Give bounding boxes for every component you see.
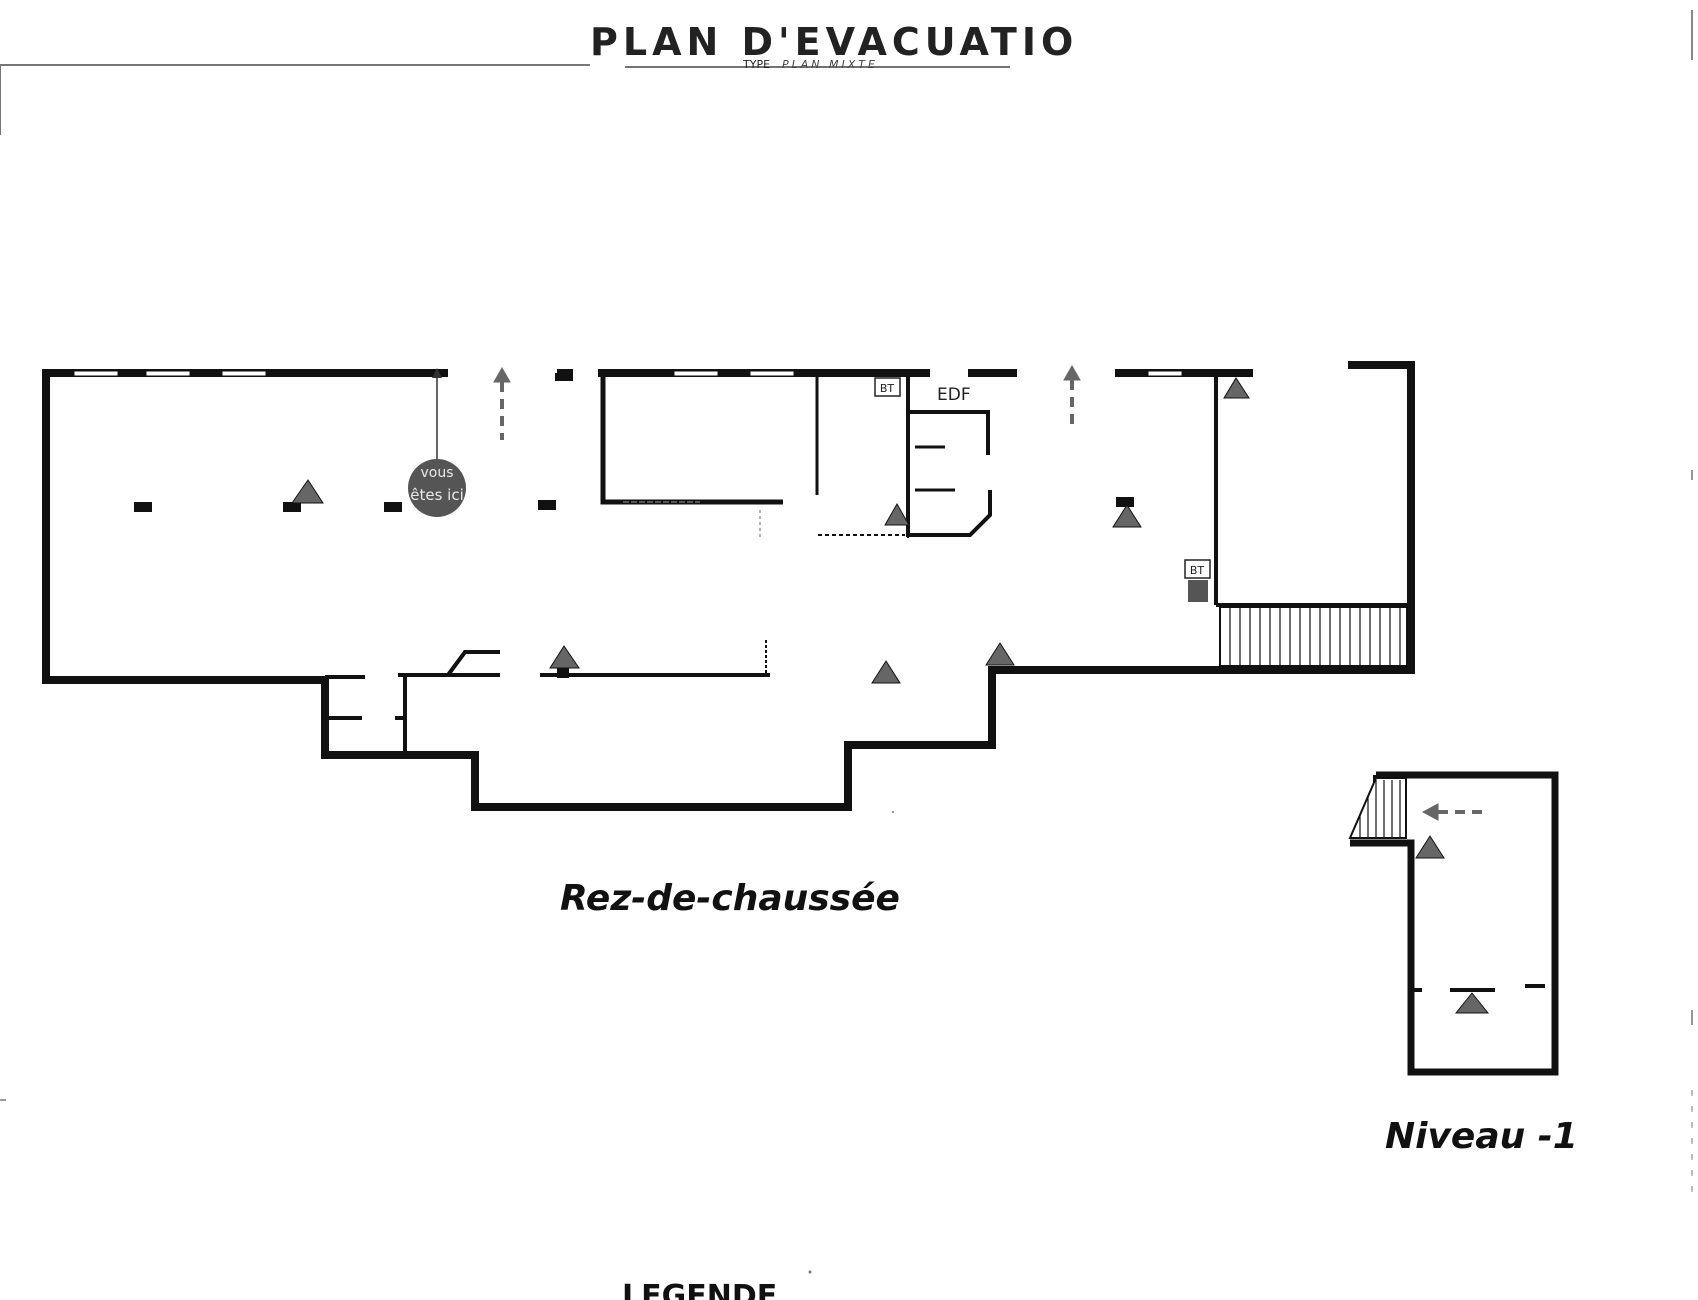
extinguisher-icon	[1454, 992, 1490, 1014]
interior-walls	[325, 373, 1411, 755]
bt-box-2: BT	[1184, 559, 1211, 602]
staircase	[1219, 606, 1408, 667]
exit-arrow-right	[1063, 364, 1081, 430]
basement-partition	[1411, 984, 1545, 992]
basement-label: Niveau -1	[1385, 1116, 1578, 1157]
bt-box-1: BT	[874, 377, 901, 397]
header-frame-line	[0, 64, 590, 135]
extinguisher-icon	[884, 502, 910, 526]
extinguisher-icon	[871, 660, 901, 684]
you-are-here-line2: êtes ici	[410, 486, 464, 504]
extinguisher-icon	[985, 642, 1015, 666]
subtitle-type: TYPE	[742, 58, 770, 71]
you-are-here-marker: vous êtes ici	[408, 368, 466, 517]
windows	[73, 370, 1183, 377]
extinguisher-icons	[291, 377, 1250, 684]
page-title: PLAN D'EVACUATIO	[590, 20, 1078, 64]
edf-label: EDF	[937, 385, 971, 405]
header: PLAN D'EVACUATIO TYPE PLAN MIXTE	[0, 20, 1078, 135]
you-are-here-line1: vous	[420, 465, 453, 481]
extinguisher-icon	[1223, 377, 1250, 399]
basement-walls	[1350, 771, 1559, 1076]
bt-label: BT	[1190, 564, 1205, 577]
basement-plan: Niveau -1	[1348, 771, 1578, 1157]
exit-arrow-left	[493, 366, 511, 440]
ground-floor-plan: vous êtes ici EDF BT BT Rez-de-chaussée	[42, 361, 1415, 919]
pillar-markers	[134, 373, 1134, 678]
ground-floor-label: Rez-de-chaussée	[560, 878, 900, 919]
page-edge-marks	[0, 10, 1693, 1200]
speck	[808, 1270, 812, 1274]
basement-stairs	[1348, 777, 1407, 839]
basement-exit-arrow	[1421, 803, 1482, 821]
legend-title: LEGENDE	[622, 1279, 777, 1300]
speck	[891, 810, 895, 814]
subtitle-kind: PLAN MIXTE	[782, 58, 878, 71]
extinguisher-icon	[1415, 835, 1445, 859]
extinguisher-icon	[1112, 504, 1142, 528]
extinguisher-icon	[549, 645, 580, 669]
extinguisher-icon	[291, 479, 324, 504]
bt-label: BT	[880, 382, 895, 395]
